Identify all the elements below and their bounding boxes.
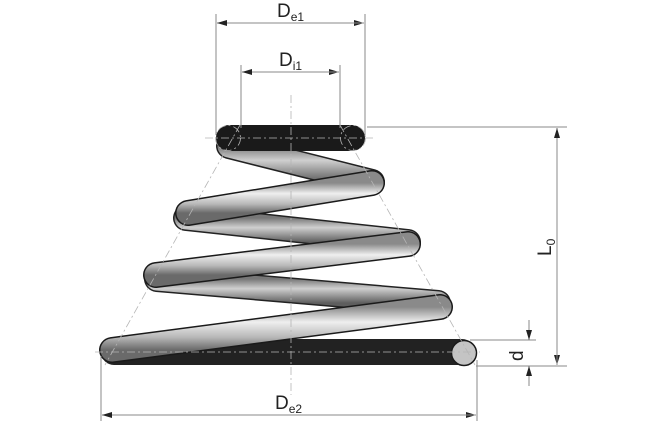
svg-text:Di1: Di1 [279,50,302,73]
dimension-Di1: Di1 [240,50,341,128]
construction-lines [95,95,480,395]
dimension-De2: De2 [100,356,478,421]
wire-cross-section [450,339,478,367]
svg-text:De2: De2 [275,393,302,416]
spring-front-coils [99,125,478,367]
svg-text:De1: De1 [277,1,304,24]
dimension-L0: L0 [367,126,567,367]
svg-text:d: d [507,350,528,361]
dimension-De1: De1 [215,1,366,135]
svg-text:L0: L0 [535,238,558,256]
dimension-d: d [470,320,536,386]
